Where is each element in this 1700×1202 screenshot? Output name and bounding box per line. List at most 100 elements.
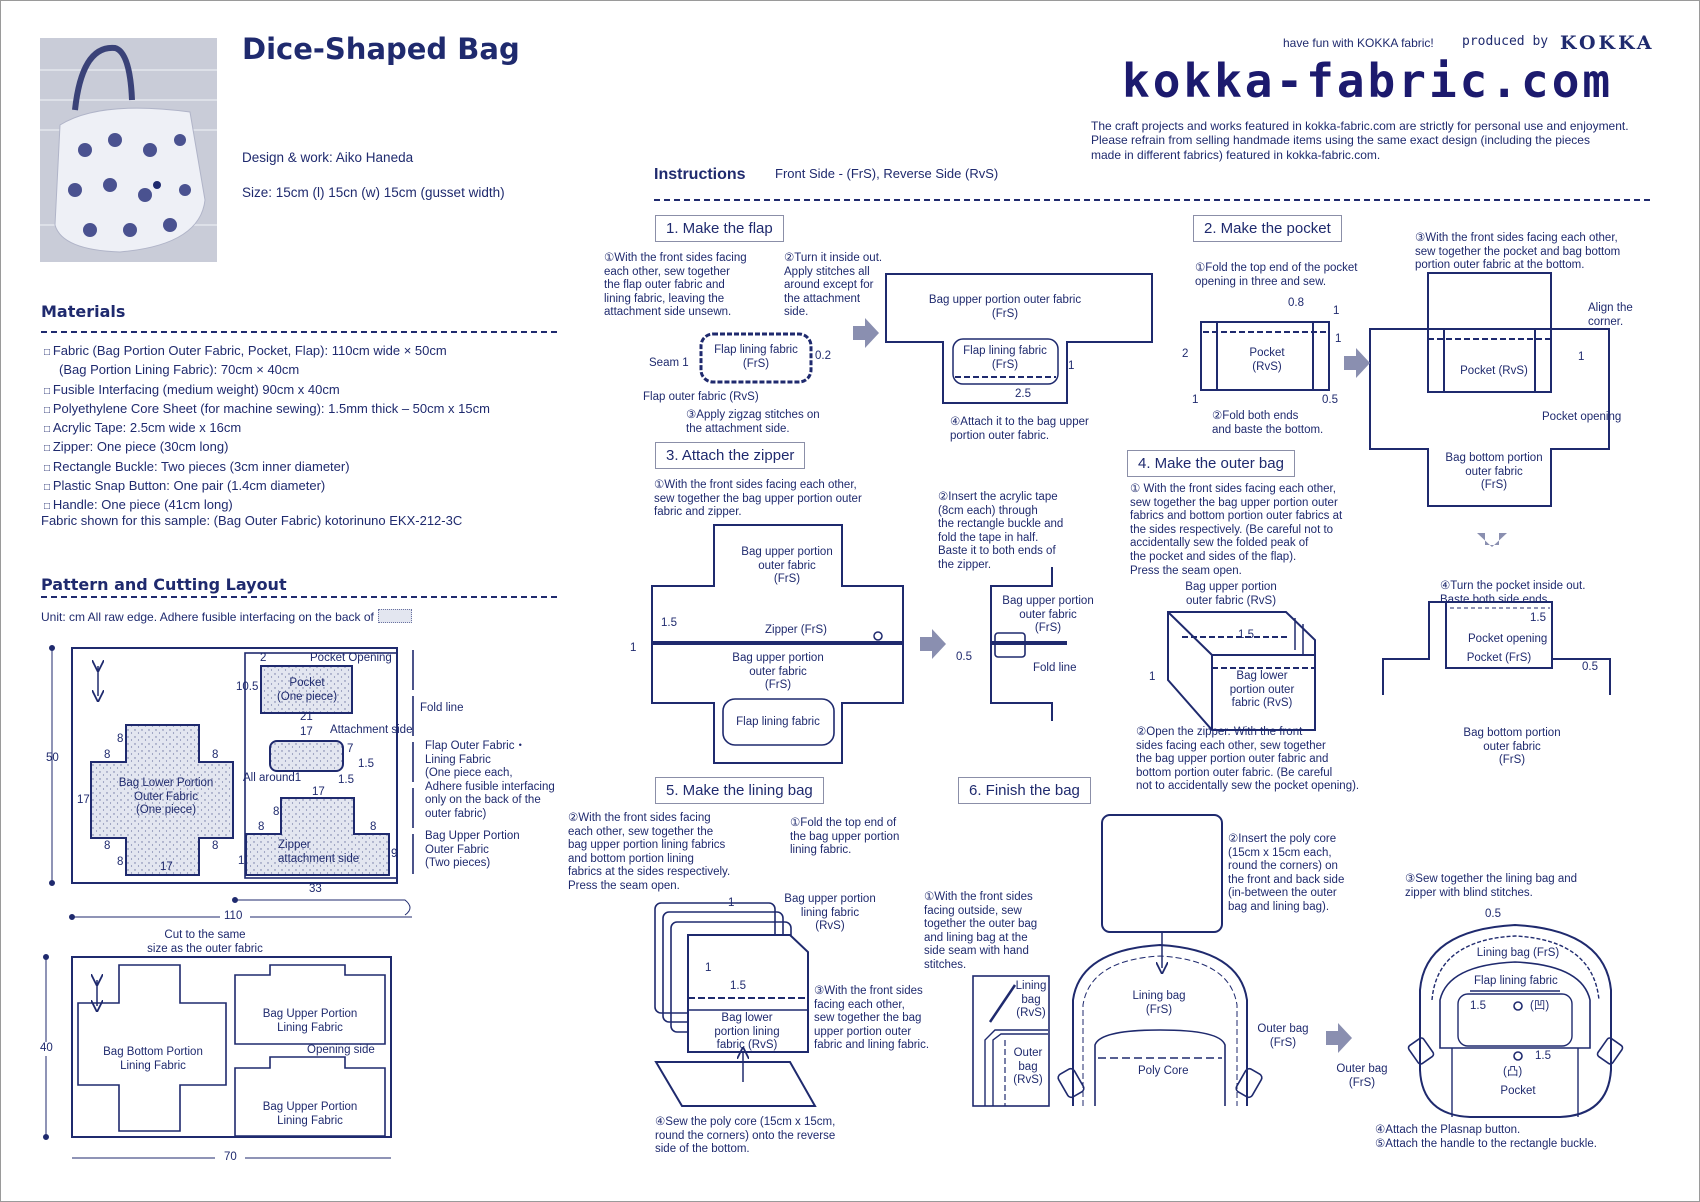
dim-label: 110 [224,910,243,922]
label: Seam 1 [649,357,689,369]
step6-drawing [972,814,1624,1118]
label: Bag upper portion outer fabric (FrS) [928,294,1082,320]
label: Bag Upper Portion Outer Fabric (Two piec… [425,830,520,870]
cutting-layout-outer [49,645,414,920]
note: ④Turn the pocket inside out. Baste both … [1440,580,1586,606]
sample-fabric: Fabric shown for this sample: (Bag Outer… [41,513,463,528]
dim-label: 2 [260,652,267,664]
label: Flap Outer Fabric・ Lining Fabric (One pi… [425,740,555,820]
label: Align the corner. [1588,302,1633,328]
material-item: Polyethylene Core Sheet (for machine sew… [44,400,490,419]
step-5-title: 5. Make the lining bag [655,777,824,804]
step-3-title: 3. Attach the zipper [655,442,806,469]
note: ②Fold both ends and baste the bottom. [1212,410,1324,436]
label: Fold line [420,702,464,714]
note: ①With the front sides facing each other,… [604,252,747,319]
dim-label: 0.2 [815,350,831,362]
unit-note-row: Unit: cm All raw edge. Adhere fusible in… [41,609,412,624]
label: Flap lining fabric [736,716,820,728]
step-4-title: 4. Make the outer bag [1127,450,1295,477]
material-item: Acrylic Tape: 2.5cm wide x 16cm [44,419,490,438]
step-1-title: 1. Make the flap [655,215,784,242]
dim-label: 1.5 [661,617,677,629]
dim-label: 7 [347,743,354,755]
note: ①With the front sides facing each other,… [654,479,862,519]
dim-label: 8 [273,806,280,818]
label: Flap outer fabric (RvS) [643,391,759,403]
step-2-title: 2. Make the pocket [1193,215,1342,242]
dim-label: 1.5 [1470,1000,1486,1012]
dim-label: 9 [391,848,398,860]
label: Pocket (One piece) [276,677,338,703]
snap-male-label: (凸) [1503,1066,1523,1078]
label: Bag bottom portion outer fabric (FrS) [1445,452,1543,492]
dim-label: 1 [1335,333,1342,345]
dim-label: 1 [1192,394,1199,406]
dim-label: 1 [1068,360,1075,372]
material-item: Fusible Interfacing (medium weight) 90cm… [44,381,490,400]
step2-drawing [1200,272,1611,695]
label: Bag Lower Portion Outer Fabric (One piec… [118,777,214,817]
step3-drawing [651,524,1067,764]
label: Poly Core [1138,1065,1189,1077]
label: All around1 [243,772,302,784]
cutting-heading: Pattern and Cutting Layout [41,575,287,594]
step5-drawing [654,902,817,1107]
label: Lining bag (FrS) [1476,947,1560,959]
page-title: Dice-Shaped Bag [242,32,520,66]
label: Cut to the same size as the outer fabric [147,929,263,955]
label: Outer bag (FrS) [1336,1063,1388,1089]
label: Bag Bottom Portion Lining Fabric [103,1046,203,1072]
label: Bag lower portion outer fabric (RvS) [1229,670,1295,710]
note: ②With the front sides facing each other,… [568,812,731,892]
label: Pocket opening [1542,411,1622,423]
dim-label: 40 [40,1042,53,1056]
label: Attachment side [330,724,413,736]
dim-label: 1.5 [1238,629,1254,641]
dim-label: 8 [258,821,265,833]
note: ②Open the zipper. With the front sides f… [1136,726,1360,793]
label: Zipper (FrS) [765,624,827,636]
note: ④Attach the Plasnap button. ⑤Attach the … [1375,1124,1597,1150]
materials-list: Fabric (Bag Portion Outer Fabric, Pocket… [44,342,490,516]
dim-label: 1.5 [358,758,374,770]
produced-by: produced by [1462,34,1549,49]
dim-label: 1.5 [338,774,354,786]
label: Bag upper portion outer fabric (FrS) [732,652,824,692]
designer: Design & work: Aiko Haneda [242,150,414,165]
site-logo: kokka-fabric.com [1122,54,1614,108]
dim-label: 8 [212,749,219,761]
label: Bag upper portion outer fabric (FrS) [741,546,833,586]
dim-label: 1 [1149,671,1156,683]
dim-label: 1.5 [1530,612,1546,624]
dim-label: 1 [1333,305,1340,317]
brand-logo: KOKKA [1560,32,1655,54]
interfacing-swatch [377,609,412,623]
dim-label: 17 [300,726,313,738]
label: Pocket Opening [310,652,392,664]
divider [41,331,557,333]
dim-label: 17 [160,861,173,873]
dim-label: 2 [1182,348,1189,360]
material-item: (Bag Portion Lining Fabric): 70cm × 40cm [59,362,300,378]
dim-label: 8 [117,733,124,745]
note: ②Insert the acrylic tape (8cm each) thro… [938,491,1064,571]
label: Pocket (RvS) [1460,365,1528,377]
note: ④Attach it to the bag upper portion oute… [950,416,1089,442]
note: ②Turn it inside out. Apply stitches all … [784,252,883,319]
note: ③With the front sides facing each other,… [814,985,930,1052]
arrow-icons [853,318,1507,1053]
label: Bag lower portion lining fabric (RvS) [714,1012,780,1052]
step4-drawing [1167,611,1316,731]
label: Zipper attachment side [278,839,360,865]
note: ① With the front sides facing each other… [1130,483,1343,577]
dim-label: 1 [630,642,637,654]
size: Size: 15cm (l) 15cn (w) 15cm (gusset wid… [242,185,505,200]
bag-photo [40,38,217,262]
label: Bag upper portion outer fabric (FrS) [1002,595,1094,635]
material-item: Fabric (Bag Portion Outer Fabric, Pocket… [44,342,490,361]
instructions-heading: Instructions [654,166,746,183]
label: Outer bag (RvS) [1013,1047,1043,1087]
label: Flap lining fabric (FrS) [963,345,1047,371]
material-item: Rectangle Buckle: Two pieces (3cm inner … [44,458,490,477]
